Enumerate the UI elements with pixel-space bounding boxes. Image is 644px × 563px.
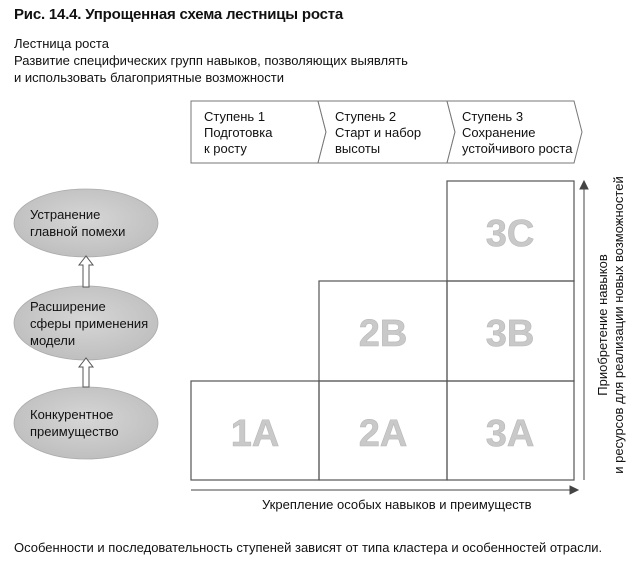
footer-note: Особенности и последовательность ступене… [14, 540, 603, 555]
stage-1-text: Ступень 1 Подготовка к росту [204, 109, 273, 156]
cell-label-3a: 3A [486, 413, 535, 455]
x-axis-arrow-icon [569, 485, 580, 495]
cell-label-3b: 3B [486, 313, 535, 355]
cell-3c [446, 180, 575, 282]
header-line-2: Развитие специфических групп навыков, по… [14, 53, 408, 68]
cell-label-2a: 2A [359, 413, 408, 455]
header-line-1: Лестница роста [14, 36, 109, 51]
up-arrow-icon-upper [77, 255, 95, 288]
x-axis-label: Укрепление особых навыков и преимуществ [262, 497, 532, 512]
stage-2-text: Ступень 2 Старт и набор высоты [335, 109, 422, 156]
stage-3-chevron [446, 100, 583, 164]
cell-label-2b: 2B [359, 313, 408, 355]
header-line-3: и использовать благоприятные возможности [14, 70, 284, 85]
cell-label-3c: 3C [486, 213, 535, 255]
up-arrow-icon-lower [77, 357, 95, 388]
stage-3-text: Ступень 3 Сохранение устойчивого роста [462, 109, 573, 156]
figure-title: Рис. 14.4. Упрощенная схема лестницы рос… [14, 6, 344, 23]
y-axis-arrow-icon [579, 179, 589, 190]
y-axis-label: Приобретение навыков и ресурсов для реал… [595, 176, 626, 474]
ellipse-middle-text: Расширение сферы применения модели [30, 299, 149, 348]
ellipse-top-text: Устранение главной помехи [30, 207, 126, 239]
ellipse-bottom-text: Конкурентное преимущество [30, 407, 119, 439]
cell-label-1a: 1A [231, 413, 280, 455]
